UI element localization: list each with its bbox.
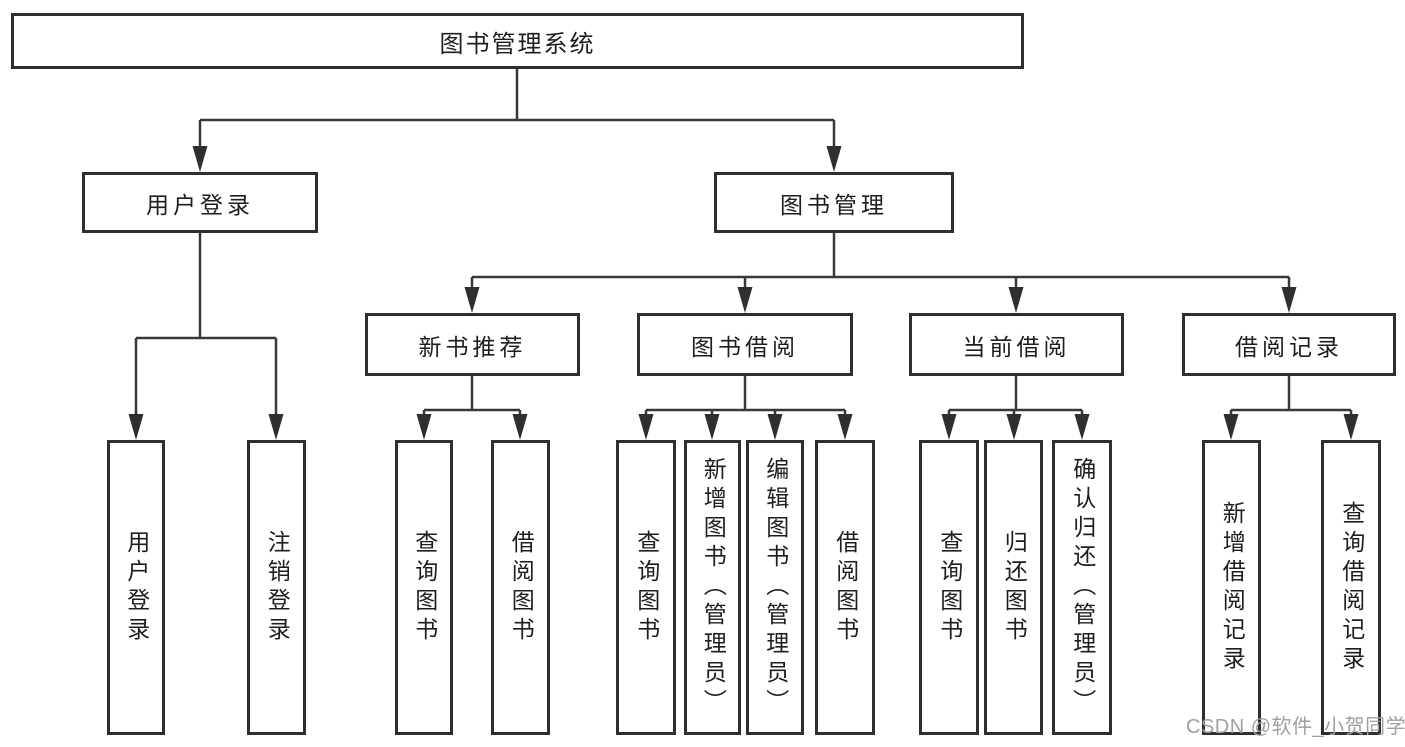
node-leaf-logout: 注销登录 [247, 440, 306, 735]
node-leaf-user-login: 用户登录 [107, 440, 165, 735]
node-book-management-label: 图书管理 [780, 191, 888, 218]
node-new-book-recommend: 新书推荐 [365, 313, 580, 376]
node-book-borrow: 图书借阅 [637, 313, 853, 376]
node-leaf-bb-borrow-books: 借阅图书 [815, 440, 875, 735]
node-leaf-cb-return-books: 归还图书 [984, 440, 1043, 735]
arrowheads [128, 146, 1359, 440]
node-new-book-recommend-label: 新书推荐 [418, 333, 527, 360]
node-user-login-label: 用户登录 [146, 191, 254, 218]
node-leaf-cb-confirm-return-admin: 确认归还（管理员） [1052, 440, 1112, 735]
node-leaf-nr-borrow-books: 借阅图书 [491, 440, 550, 735]
node-leaf-br-query-record: 查询借阅记录 [1321, 440, 1381, 735]
node-root-label: 图书管理系统 [439, 30, 596, 58]
node-leaf-nr-query-books: 查询图书 [395, 440, 453, 735]
node-leaf-bb-edit-books-admin: 编辑图书（管理员） [746, 440, 804, 735]
node-borrow-records-label: 借阅记录 [1235, 333, 1343, 360]
node-book-management: 图书管理 [714, 172, 954, 233]
node-user-login: 用户登录 [82, 172, 318, 233]
csdn-watermark: CSDN @软件_小贺同学 [1186, 716, 1405, 738]
node-root: 图书管理系统 [11, 13, 1024, 69]
node-leaf-bb-query-books: 查询图书 [616, 440, 676, 735]
node-leaf-br-add-record: 新增借阅记录 [1202, 440, 1261, 735]
node-current-borrow: 当前借阅 [909, 313, 1124, 376]
node-book-borrow-label: 图书借阅 [691, 333, 799, 360]
node-current-borrow-label: 当前借阅 [962, 333, 1071, 360]
node-borrow-records: 借阅记录 [1182, 313, 1396, 376]
node-leaf-bb-add-books-admin: 新增图书（管理员） [684, 440, 741, 735]
node-leaf-cb-query-books: 查询图书 [919, 440, 979, 735]
